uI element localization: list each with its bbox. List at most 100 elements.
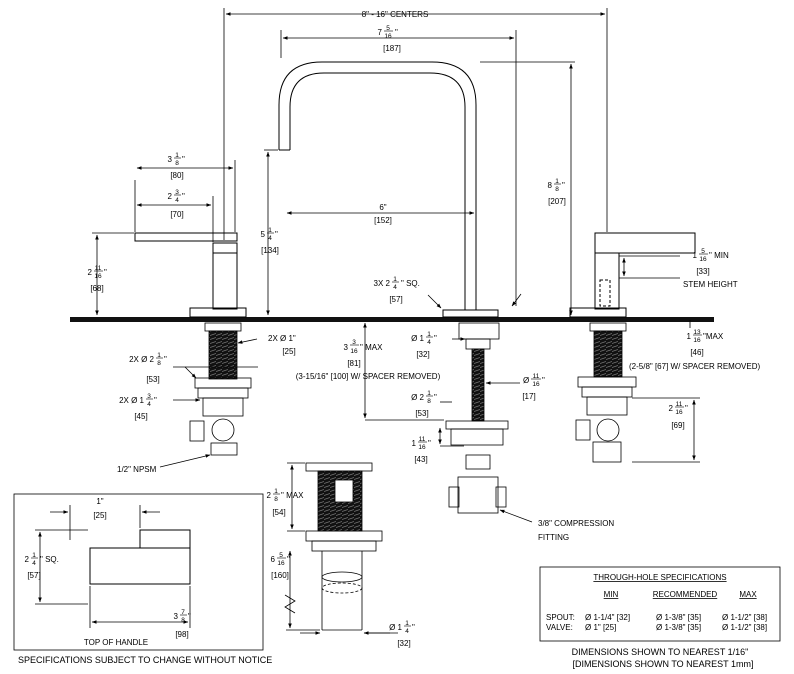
row-spout-min: Ø 1-1/4" [32] — [585, 613, 630, 622]
left-handle — [134, 232, 247, 318]
stem-min-mm: [33] — [696, 267, 709, 276]
spout-height-den: 8 — [555, 186, 559, 193]
handle-length-den: 8 — [181, 617, 185, 624]
spout-height-num: 1 — [555, 178, 559, 185]
right-height-num: 11 — [676, 401, 683, 408]
compression-label: 3/8" COMPRESSION — [538, 519, 614, 528]
handle-length-mm: [98] — [175, 630, 188, 639]
row-valve-max: Ø 1-1/2" [38] — [722, 623, 767, 632]
handle-length-unit: " — [188, 612, 191, 621]
left-height-den: 16 — [94, 273, 102, 280]
tube-dia-num: 11 — [533, 373, 540, 380]
spout-tip-num: 1 — [268, 227, 272, 234]
right-height-whole: 2 — [669, 404, 674, 413]
footer-right-1: DIMENSIONS SHOWN TO NEAREST 1/16" — [572, 647, 749, 657]
spout-max-num: 3 — [352, 339, 356, 346]
tube-dia-unit: " — [542, 376, 545, 385]
tube-dia-den: 16 — [532, 381, 540, 388]
handle-len2-den: 4 — [175, 197, 179, 204]
right-height-unit: " — [685, 404, 688, 413]
drain-dia-prefix: Ø 1 — [389, 623, 402, 632]
row-valve-rec: Ø 1-3/8" [35] — [656, 623, 701, 632]
left-nut-prefix: 2X Ø 2 — [129, 355, 154, 364]
drain-len-unit: " — [287, 555, 290, 564]
handle-sq-suffix: " SQ. — [40, 555, 59, 564]
drain-dia-mm: [32] — [397, 639, 410, 648]
handle-width-mm: [25] — [93, 511, 106, 520]
stem-min-num: 5 — [701, 248, 705, 255]
handle-len2-mm: [70] — [170, 210, 183, 219]
stem-min-suffix: " MIN — [709, 251, 729, 260]
left-nut2-den: 4 — [147, 401, 151, 408]
row-valve-label: VALVE: — [546, 623, 573, 632]
spout-max-den: 16 — [350, 348, 358, 355]
nut-dia-num: 1 — [427, 390, 431, 397]
right-handle — [569, 232, 696, 318]
spout-body — [278, 61, 499, 318]
table-header-recommended: RECOMMENDED — [653, 590, 718, 599]
spout-tip-whole: 5 — [261, 230, 266, 239]
base-square-num: 1 — [393, 276, 397, 283]
drain-len-whole: 6 — [271, 555, 276, 564]
shank-dia-mm: [32] — [416, 350, 429, 359]
shank-dia-unit: " — [434, 334, 437, 343]
through-hole-table — [539, 566, 781, 642]
handle-len-num: 1 — [175, 152, 179, 159]
handle-sq-den: 4 — [32, 560, 36, 567]
right-max-suffix: "MAX — [703, 332, 724, 341]
tube-dia-mm: [17] — [522, 392, 535, 401]
right-max-mm: [46] — [690, 348, 703, 357]
left-height-unit: " — [104, 268, 107, 277]
right-spacer-note: (2-5/8" [67] W/ SPACER REMOVED) — [629, 362, 761, 371]
drain-len-num: 5 — [279, 552, 283, 559]
drain-max-num: 1 — [274, 488, 278, 495]
right-height-mm: [69] — [671, 421, 684, 430]
nut-dia-mm: [53] — [415, 409, 428, 418]
shank-dia-den: 4 — [427, 339, 431, 346]
drain-dia-num: 1 — [405, 620, 409, 627]
fitting-len-whole: 1 — [412, 439, 417, 448]
handle-width-label: 1" — [96, 497, 103, 506]
table-header-min: MIN — [604, 590, 619, 599]
drain-assembly — [305, 462, 383, 631]
spout-width-whole: 7 — [378, 28, 383, 37]
handle-length-num: 7 — [181, 609, 185, 616]
base-square-suffix: " SQ. — [401, 279, 420, 288]
drain-max-whole: 2 — [267, 491, 272, 500]
stem-min-whole: 1 — [693, 251, 698, 260]
row-spout-rec: Ø 1-3/8" [35] — [656, 613, 701, 622]
handle-len2-num: 3 — [175, 189, 179, 196]
right-height-den: 16 — [675, 409, 683, 416]
handle-sq-mm: [57] — [27, 571, 40, 580]
nut-dia-den: 8 — [427, 398, 431, 405]
spout-height-mm: [207] — [548, 197, 566, 206]
left-height-whole: 2 — [88, 268, 93, 277]
spout-height-unit: " — [562, 181, 565, 190]
deck — [70, 317, 714, 322]
spout-max-mm: [81] — [347, 359, 360, 368]
left-shank-mm: [25] — [282, 347, 295, 356]
drain-dia-den: 4 — [405, 628, 409, 635]
fitting-len-den: 16 — [418, 444, 426, 451]
base-square-den: 4 — [393, 284, 397, 291]
nut-dia-unit: " — [434, 393, 437, 402]
spout-spacer-note: (3-15/16" [100] W/ SPACER REMOVED) — [296, 372, 441, 381]
reach-label: 6" — [379, 203, 386, 212]
left-nut2-mm: [45] — [134, 412, 147, 421]
spout-tip-unit: " — [275, 230, 278, 239]
left-nut-mm: [53] — [146, 375, 159, 384]
left-height-mm: [68] — [90, 284, 103, 293]
base-square-prefix: 3X 2 — [374, 279, 391, 288]
left-nut2-prefix: 2X Ø 1 — [119, 396, 144, 405]
handle-len2-whole: 2 — [168, 192, 173, 201]
shank-dia-num: 1 — [427, 331, 431, 338]
drain-len-den: 16 — [277, 560, 285, 567]
npsm-label: 1/2" NPSM — [117, 465, 157, 474]
spout-height-whole: 8 — [548, 181, 553, 190]
left-nut-den: 8 — [157, 360, 161, 367]
fitting-label: FITTING — [538, 533, 569, 542]
left-height-num: 11 — [95, 265, 102, 272]
drain-max-suffix: " MAX — [281, 491, 304, 500]
handle-len-mm: [80] — [170, 171, 183, 180]
